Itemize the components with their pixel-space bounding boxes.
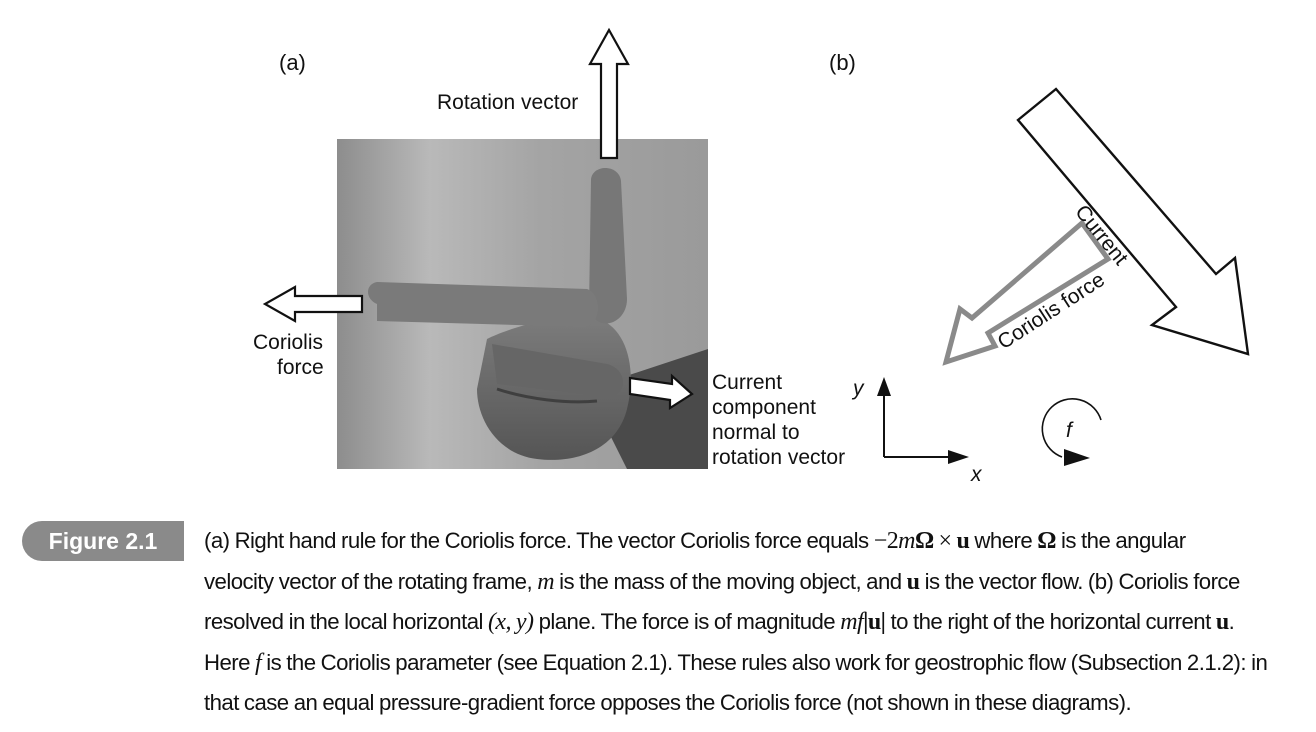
y-axis-head [877, 377, 891, 396]
panel-a-letter: (a) [279, 50, 306, 75]
caption-line-5: that case an equal pressure-gradient for… [204, 690, 1132, 715]
caption-line-2: velocity vector of the rotating frame, m… [204, 568, 1240, 595]
figure-badge: Figure 2.1 [22, 521, 184, 561]
current-arrow-a [628, 373, 694, 411]
panel-b-letter: (b) [829, 50, 856, 75]
coriolis-label-line1: Coriolis [253, 331, 324, 354]
coriolis-label-line2: force [277, 356, 324, 379]
rotation-vector-label: Rotation vector [437, 91, 579, 114]
caption-line-1: (a) Right hand rule for the Coriolis for… [204, 528, 1186, 554]
rotation-arrowhead [1064, 449, 1090, 466]
coriolis-arrow-b [942, 219, 1112, 366]
rotation-label: f [1066, 419, 1072, 442]
current-arrow-b [1016, 87, 1250, 356]
figure-caption: (a) Right hand rule for the Coriolis for… [204, 521, 1304, 723]
current-label-3: normal to [712, 421, 800, 444]
caption-line-4: Here f is the Coriolis parameter (see Eq… [204, 649, 1268, 676]
diagram-arrows [262, 27, 1250, 466]
y-axis-label: y [853, 377, 864, 400]
current-label-1: Current [712, 371, 783, 394]
coriolis-arrow-a [262, 285, 364, 323]
x-axis-head [948, 450, 969, 464]
hand-photo [337, 139, 708, 469]
current-label-2: component [712, 396, 816, 419]
current-label-4: rotation vector [712, 446, 846, 469]
caption-line-3: resolved in the local horizontal (x, y) … [204, 609, 1235, 635]
x-axis-label: x [971, 463, 982, 486]
rotation-arc [1041, 398, 1102, 458]
rotation-vector-arrow [588, 27, 630, 160]
